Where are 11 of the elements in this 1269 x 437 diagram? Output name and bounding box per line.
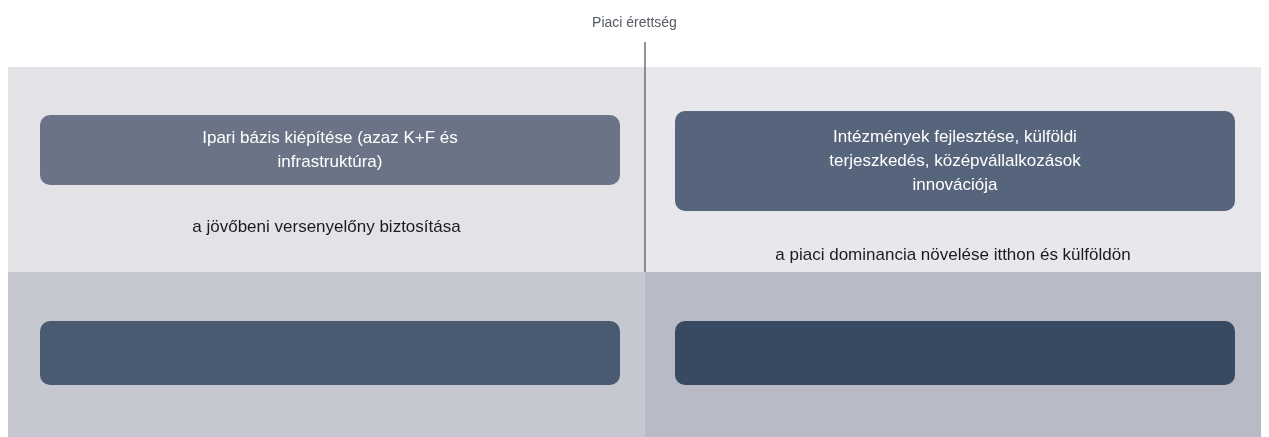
quadrant-caption: a jövőbeni versenyelőny biztosítása — [191, 217, 462, 237]
rounded-box: Ipari bázis kiépítése (azaz K+F és infrastruktúra) — [40, 115, 620, 185]
axis-label: Piaci érettség — [592, 14, 677, 30]
rounded-panel — [40, 321, 620, 385]
quadrant-caption: a piaci dominancia növelése itthon és külföldön — [774, 245, 1132, 265]
quadrant-panel — [8, 272, 645, 437]
quadrant-panel — [645, 67, 1261, 272]
quadrant-panel — [8, 67, 645, 272]
rounded-panel — [675, 321, 1235, 385]
rounded-box: Intézmények fejlesztése, külföldi terjeszkedés, középvállalkozások innovációja — [675, 111, 1235, 211]
quadrant-panel — [645, 272, 1261, 437]
